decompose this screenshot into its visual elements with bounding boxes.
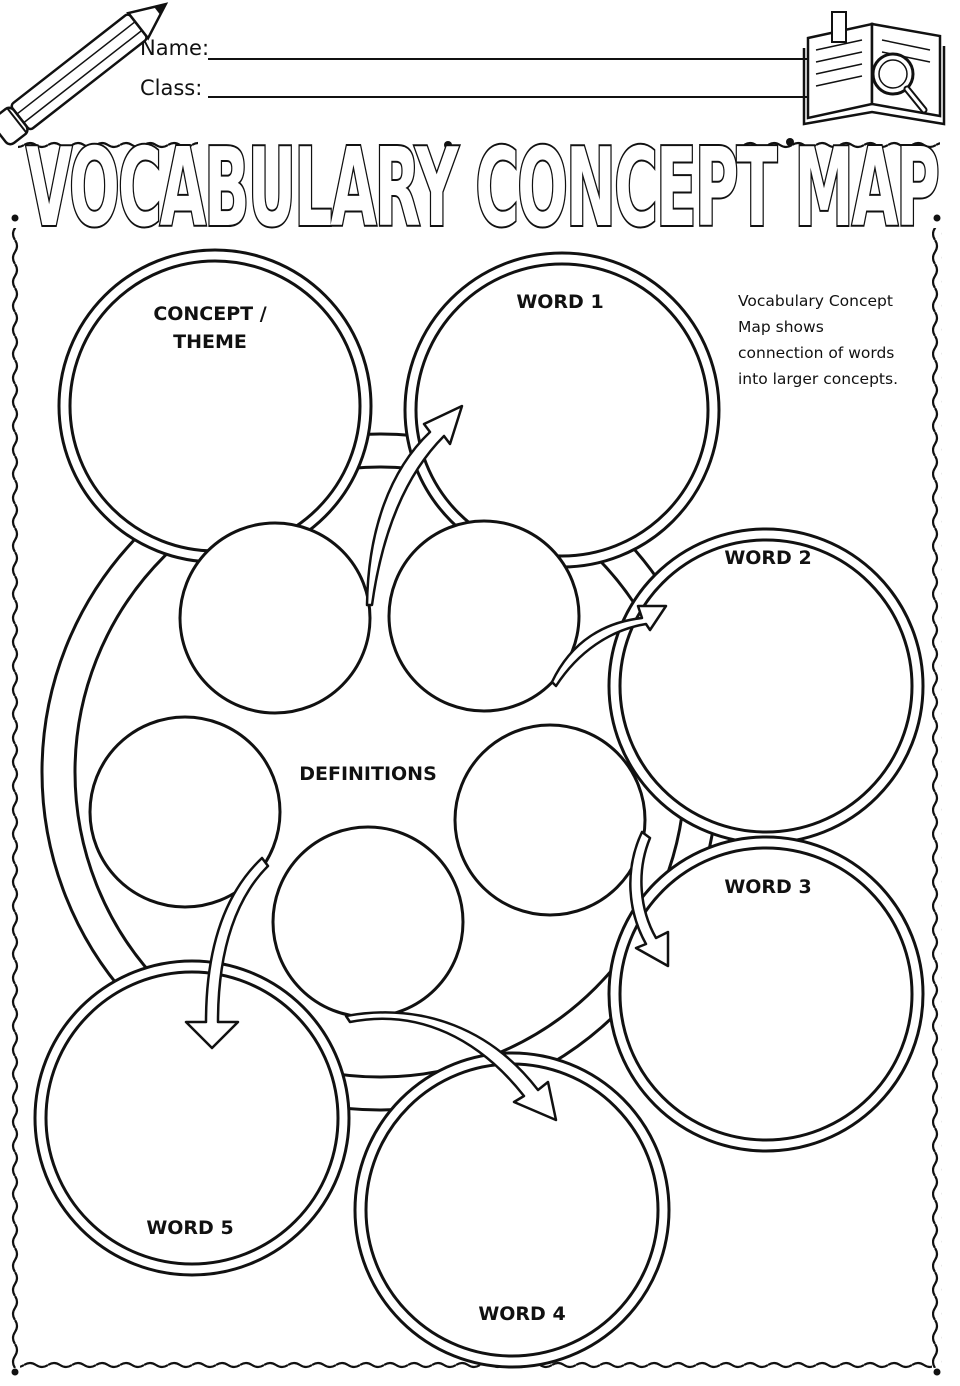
- definition-circle[interactable]: [88, 715, 282, 909]
- definitions-label: DEFINITIONS: [299, 763, 437, 785]
- pencil-icon: [0, 2, 169, 146]
- definition-circle[interactable]: [271, 825, 465, 1019]
- magnifier-icon: [871, 52, 928, 114]
- definition-circle[interactable]: [453, 723, 647, 917]
- class-field[interactable]: [208, 96, 808, 98]
- word3-label: WORD 3: [724, 876, 811, 898]
- concept-theme-label: CONCEPT /: [153, 303, 266, 325]
- definition-circle[interactable]: [387, 519, 581, 713]
- title: VOCABULARY CONCEPT MAP: [26, 126, 938, 251]
- name-label: Name:: [140, 36, 210, 60]
- word2-label: WORD 2: [724, 547, 811, 569]
- open-book-icon: [802, 11, 946, 126]
- word5-circle[interactable]: [33, 959, 351, 1277]
- word4-label: WORD 4: [478, 1303, 565, 1325]
- class-label: Class:: [140, 76, 203, 100]
- description-line: Vocabulary Concept: [738, 292, 893, 310]
- word5-label: WORD 5: [146, 1217, 233, 1239]
- word2-circle[interactable]: [607, 527, 925, 845]
- name-field[interactable]: [208, 58, 808, 60]
- arrow-to-word5: [184, 856, 270, 1050]
- concept-theme-circle[interactable]: [57, 248, 373, 564]
- word3-circle[interactable]: [607, 835, 925, 1153]
- arrow-to-word4: [344, 1011, 558, 1122]
- word1-circle[interactable]: [403, 251, 721, 569]
- description-line: connection of words: [738, 344, 895, 362]
- arrow-to-word3: [629, 830, 670, 968]
- description-line: into larger concepts.: [738, 370, 899, 388]
- concept-theme-label: THEME: [173, 331, 247, 353]
- arrow-to-word2: [550, 604, 668, 688]
- definition-circle[interactable]: [178, 521, 372, 715]
- word4-circle[interactable]: [353, 1051, 671, 1369]
- page-border: [10, 138, 942, 1376]
- description-line: Map shows: [738, 318, 824, 336]
- description: Vocabulary Concept Map shows connection …: [738, 288, 938, 392]
- arrow-to-word1: [365, 404, 464, 607]
- word1-label: WORD 1: [516, 291, 603, 313]
